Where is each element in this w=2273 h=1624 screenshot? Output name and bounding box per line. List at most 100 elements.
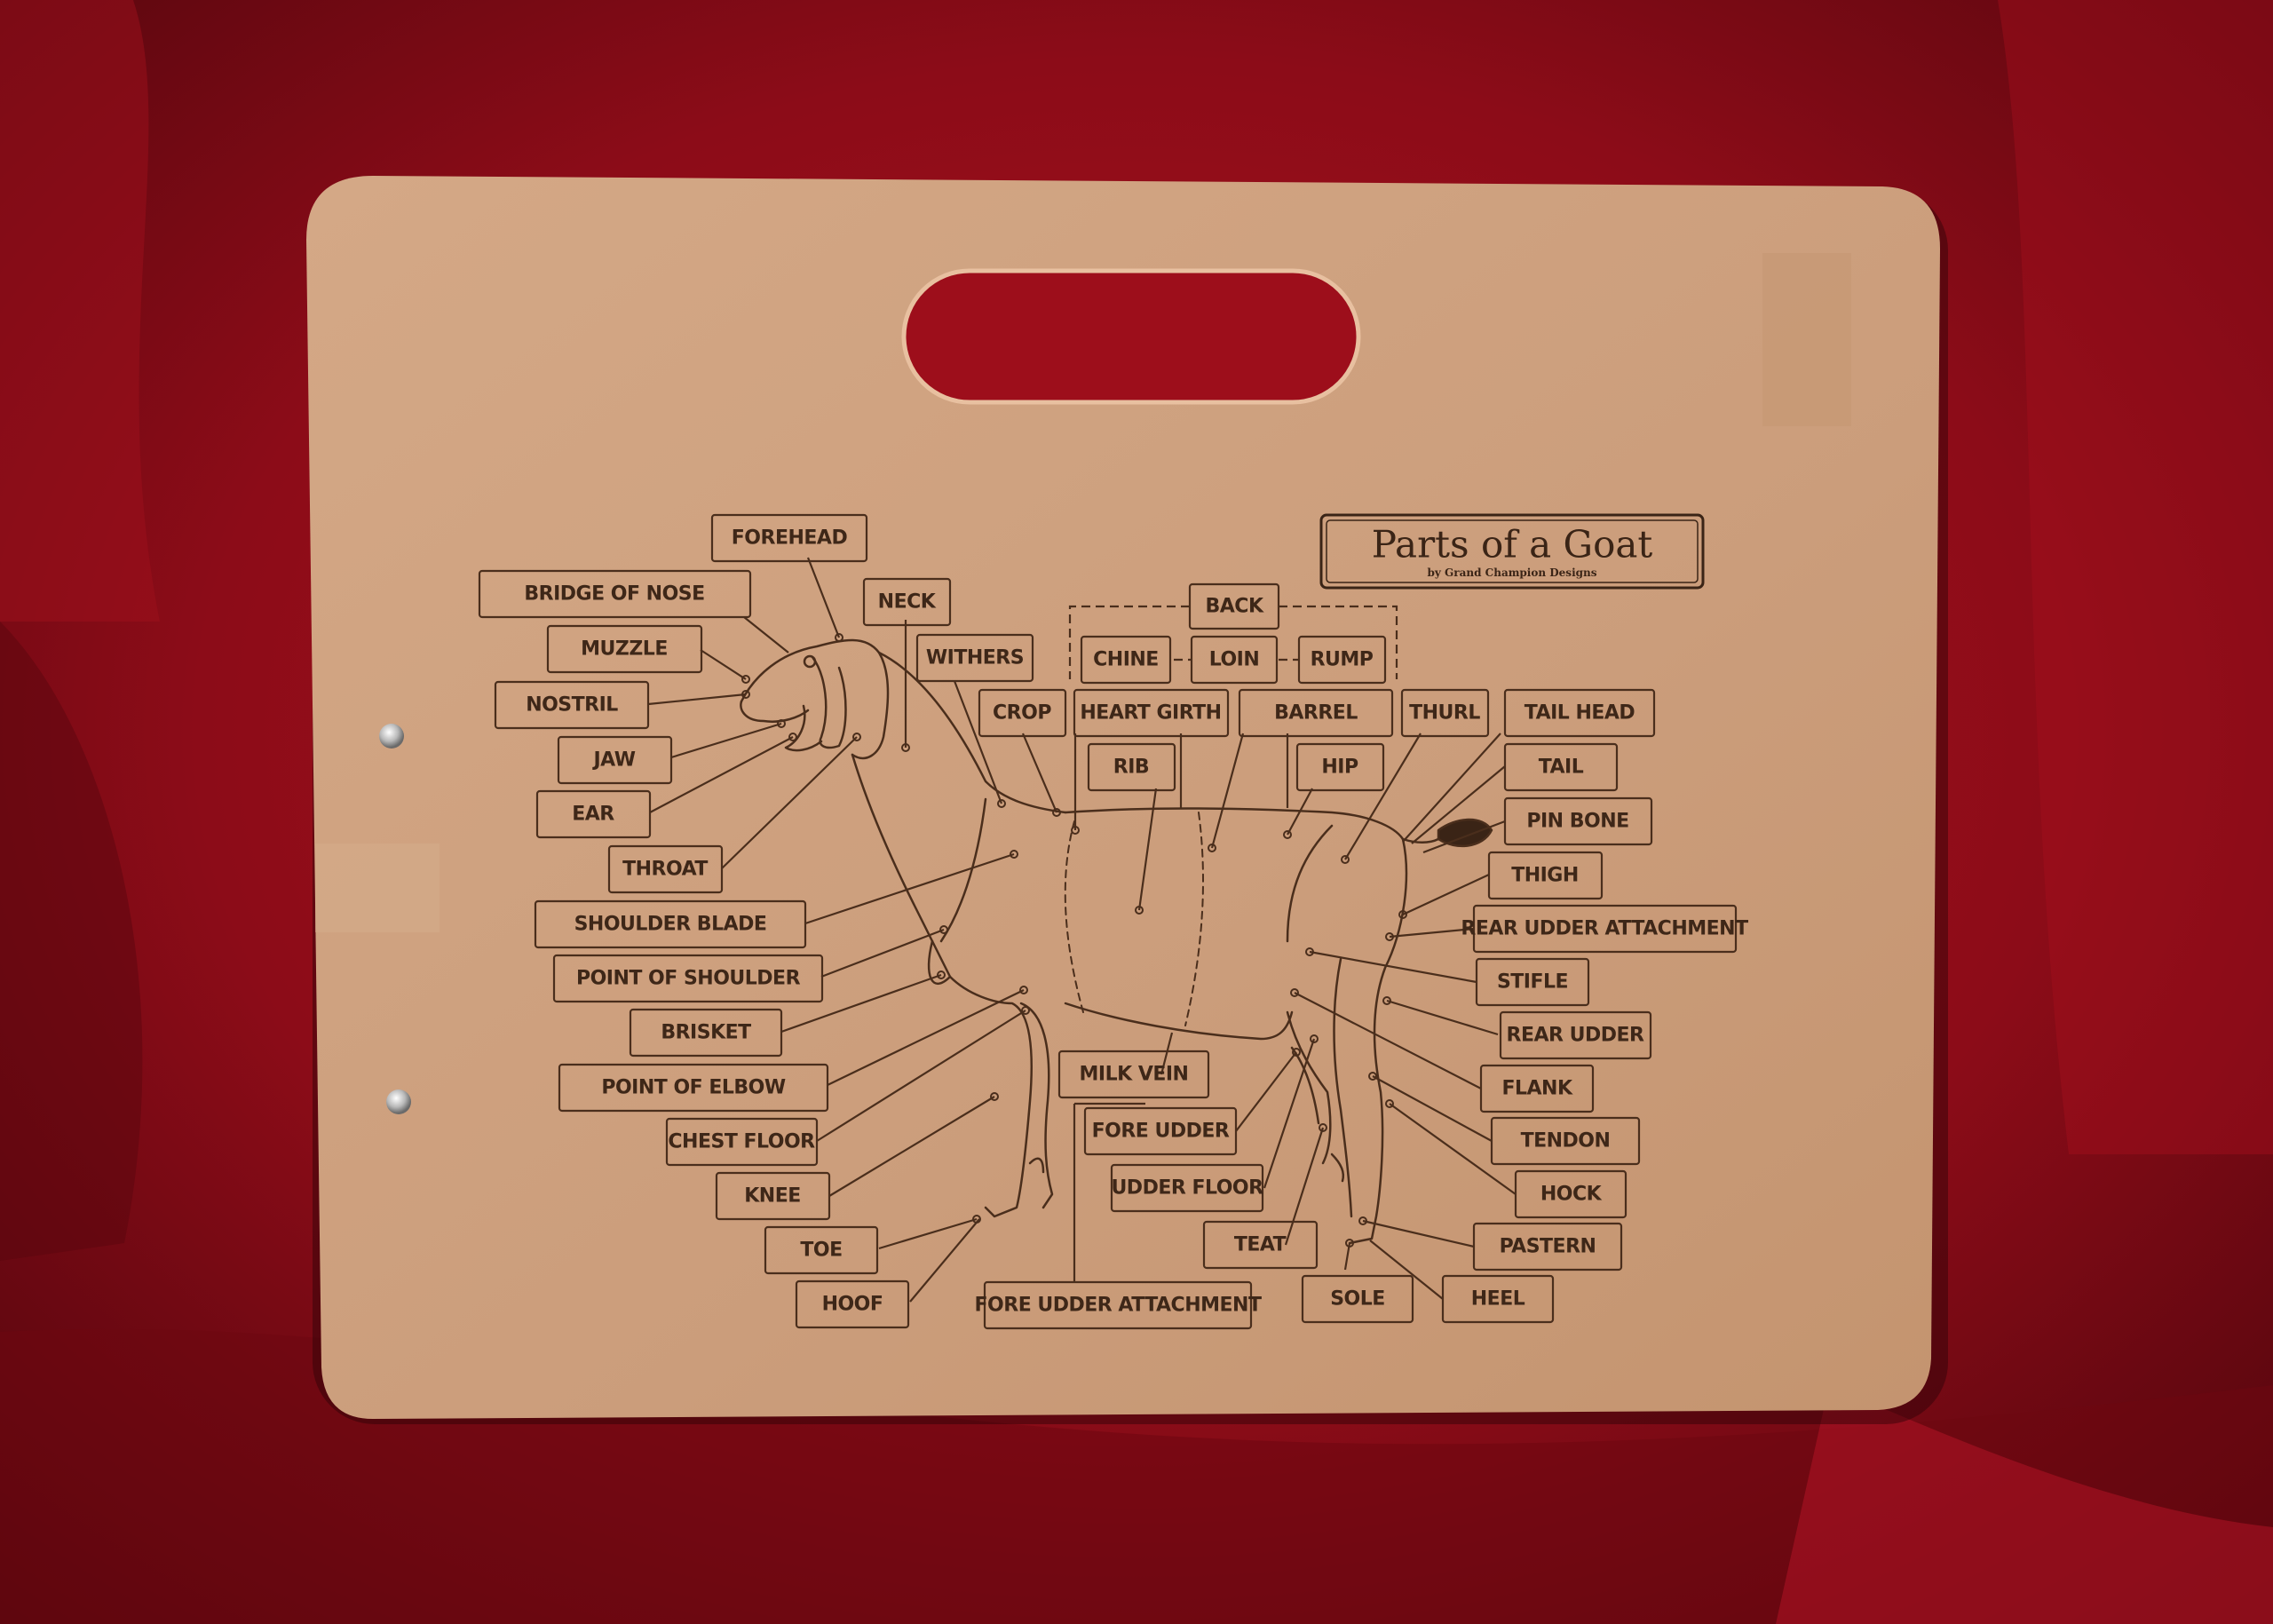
label-rump: RUMP <box>1297 635 1387 685</box>
leader-lines <box>647 557 1517 1303</box>
label-thigh: THIGH <box>1487 851 1604 900</box>
labels: FOREHEAD BRIDGE OF NOSE MUZZLE NOSTRIL J… <box>478 513 1749 1330</box>
label-toe: TOE <box>764 1225 879 1275</box>
svg-text:FOREHEAD: FOREHEAD <box>732 527 848 550</box>
svg-text:TAIL HEAD: TAIL HEAD <box>1525 702 1635 725</box>
label-hock: HOCK <box>1514 1169 1628 1219</box>
svg-text:HIP: HIP <box>1321 757 1358 779</box>
label-jaw: JAW <box>557 735 673 785</box>
svg-text:BRIDGE OF NOSE: BRIDGE OF NOSE <box>524 583 704 606</box>
svg-text:EAR: EAR <box>572 804 614 826</box>
sticker-residue <box>1762 253 1851 426</box>
board-title: Parts of a Goat <box>1372 523 1653 566</box>
label-withers: WITHERS <box>915 633 1034 683</box>
velvet-fold <box>1776 1385 2273 1624</box>
svg-text:THIGH: THIGH <box>1511 865 1579 887</box>
label-crop: CROP <box>978 688 1067 738</box>
label-chine: CHINE <box>1080 635 1172 685</box>
svg-text:POINT OF ELBOW: POINT OF ELBOW <box>601 1077 785 1099</box>
label-loin: LOIN <box>1190 635 1279 685</box>
svg-text:FORE UDDER ATTACHMENT: FORE UDDER ATTACHMENT <box>975 1295 1262 1317</box>
svg-text:JAW: JAW <box>592 749 636 772</box>
label-nostril: NOSTRIL <box>494 680 650 730</box>
label-thurl: THURL <box>1400 688 1490 738</box>
svg-text:CHINE: CHINE <box>1093 649 1159 671</box>
svg-text:BARREL: BARREL <box>1274 702 1358 725</box>
svg-text:HEART GIRTH: HEART GIRTH <box>1080 702 1221 725</box>
svg-text:NECK: NECK <box>878 591 937 614</box>
label-milk-vein: MILK VEIN <box>1057 1050 1210 1099</box>
svg-text:FLANK: FLANK <box>1501 1078 1572 1100</box>
svg-text:FORE UDDER: FORE UDDER <box>1092 1121 1230 1143</box>
label-bridge-of-nose: BRIDGE OF NOSE <box>478 569 752 619</box>
label-hip: HIP <box>1295 742 1385 792</box>
handle-cutout <box>904 271 1358 402</box>
svg-text:BACK: BACK <box>1206 596 1264 618</box>
back-bracket <box>1068 605 1398 679</box>
svg-text:WITHERS: WITHERS <box>926 647 1024 669</box>
title-plaque: Parts of a Goat by Grand Champion Design… <box>1319 513 1705 590</box>
svg-text:CHEST FLOOR: CHEST FLOOR <box>668 1131 815 1153</box>
svg-text:RIB: RIB <box>1113 757 1149 779</box>
label-pin-bone: PIN BONE <box>1503 796 1653 846</box>
svg-text:PASTERN: PASTERN <box>1500 1236 1596 1258</box>
svg-text:TEAT: TEAT <box>1234 1234 1287 1256</box>
board-subtitle: by Grand Champion Designs <box>1427 566 1596 579</box>
svg-text:THURL: THURL <box>1409 702 1480 725</box>
svg-text:LOIN: LOIN <box>1209 649 1260 671</box>
svg-text:NOSTRIL: NOSTRIL <box>526 694 618 717</box>
svg-text:REAR UDDER ATTACHMENT: REAR UDDER ATTACHMENT <box>1461 918 1748 940</box>
label-rear-udder: REAR UDDER <box>1499 1010 1652 1060</box>
leader-dots <box>741 633 1407 1248</box>
goat-board <box>306 176 1940 1419</box>
label-shoulder-blade: SHOULDER BLADE <box>534 899 807 949</box>
handle-edge <box>901 268 1361 405</box>
velvet-fold <box>0 622 143 1261</box>
label-stifle: STIFLE <box>1475 957 1590 1007</box>
label-heel: HEEL <box>1441 1274 1555 1324</box>
svg-text:TOE: TOE <box>800 1240 842 1262</box>
label-sole: SOLE <box>1301 1274 1414 1324</box>
rivet <box>386 1089 411 1114</box>
label-fore-udder-attachment: FORE UDDER ATTACHMENT <box>975 1280 1262 1330</box>
svg-text:HOCK: HOCK <box>1540 1184 1603 1206</box>
rivet <box>379 724 404 749</box>
label-pastern: PASTERN <box>1472 1222 1623 1271</box>
label-fore-udder: FORE UDDER <box>1083 1106 1238 1156</box>
svg-text:SHOULDER BLADE: SHOULDER BLADE <box>574 914 767 936</box>
svg-text:KNEE: KNEE <box>744 1185 801 1208</box>
label-tail: TAIL <box>1503 742 1619 792</box>
label-muzzle: MUZZLE <box>546 624 703 674</box>
velvet-fold <box>1998 0 2273 1154</box>
label-hoof: HOOF <box>795 1279 910 1329</box>
tail-tuft <box>1437 818 1493 848</box>
label-back: BACK <box>1188 582 1280 630</box>
svg-text:MILK VEIN: MILK VEIN <box>1080 1064 1189 1086</box>
svg-text:SOLE: SOLE <box>1330 1288 1385 1311</box>
svg-text:BRISKET: BRISKET <box>661 1022 751 1044</box>
svg-text:HOOF: HOOF <box>822 1294 883 1316</box>
svg-text:TAIL: TAIL <box>1539 757 1584 779</box>
label-point-of-shoulder: POINT OF SHOULDER <box>552 954 824 1003</box>
label-heart-girth: HEART GIRTH <box>1073 688 1230 738</box>
label-ear: EAR <box>535 789 652 839</box>
label-barrel: BARREL <box>1238 688 1394 738</box>
label-brisket: BRISKET <box>629 1008 783 1058</box>
svg-text:REAR UDDER: REAR UDDER <box>1507 1025 1645 1047</box>
svg-text:RUMP: RUMP <box>1311 649 1374 671</box>
label-point-of-elbow: POINT OF ELBOW <box>558 1063 829 1113</box>
svg-text:POINT OF SHOULDER: POINT OF SHOULDER <box>576 968 801 990</box>
label-teat: TEAT <box>1202 1220 1319 1270</box>
svg-text:PIN BONE: PIN BONE <box>1526 811 1628 833</box>
label-flank: FLANK <box>1479 1064 1595 1113</box>
goat-illustration <box>740 638 1493 1245</box>
label-neck: NECK <box>862 577 952 627</box>
label-tail-head: TAIL HEAD <box>1503 688 1656 738</box>
svg-text:THROAT: THROAT <box>622 859 708 881</box>
label-tendon: TENDON <box>1490 1116 1641 1166</box>
svg-text:CROP: CROP <box>993 702 1051 725</box>
svg-text:MUZZLE: MUZZLE <box>581 638 668 661</box>
svg-text:HEEL: HEEL <box>1471 1288 1525 1311</box>
sticker-residue <box>315 844 440 932</box>
